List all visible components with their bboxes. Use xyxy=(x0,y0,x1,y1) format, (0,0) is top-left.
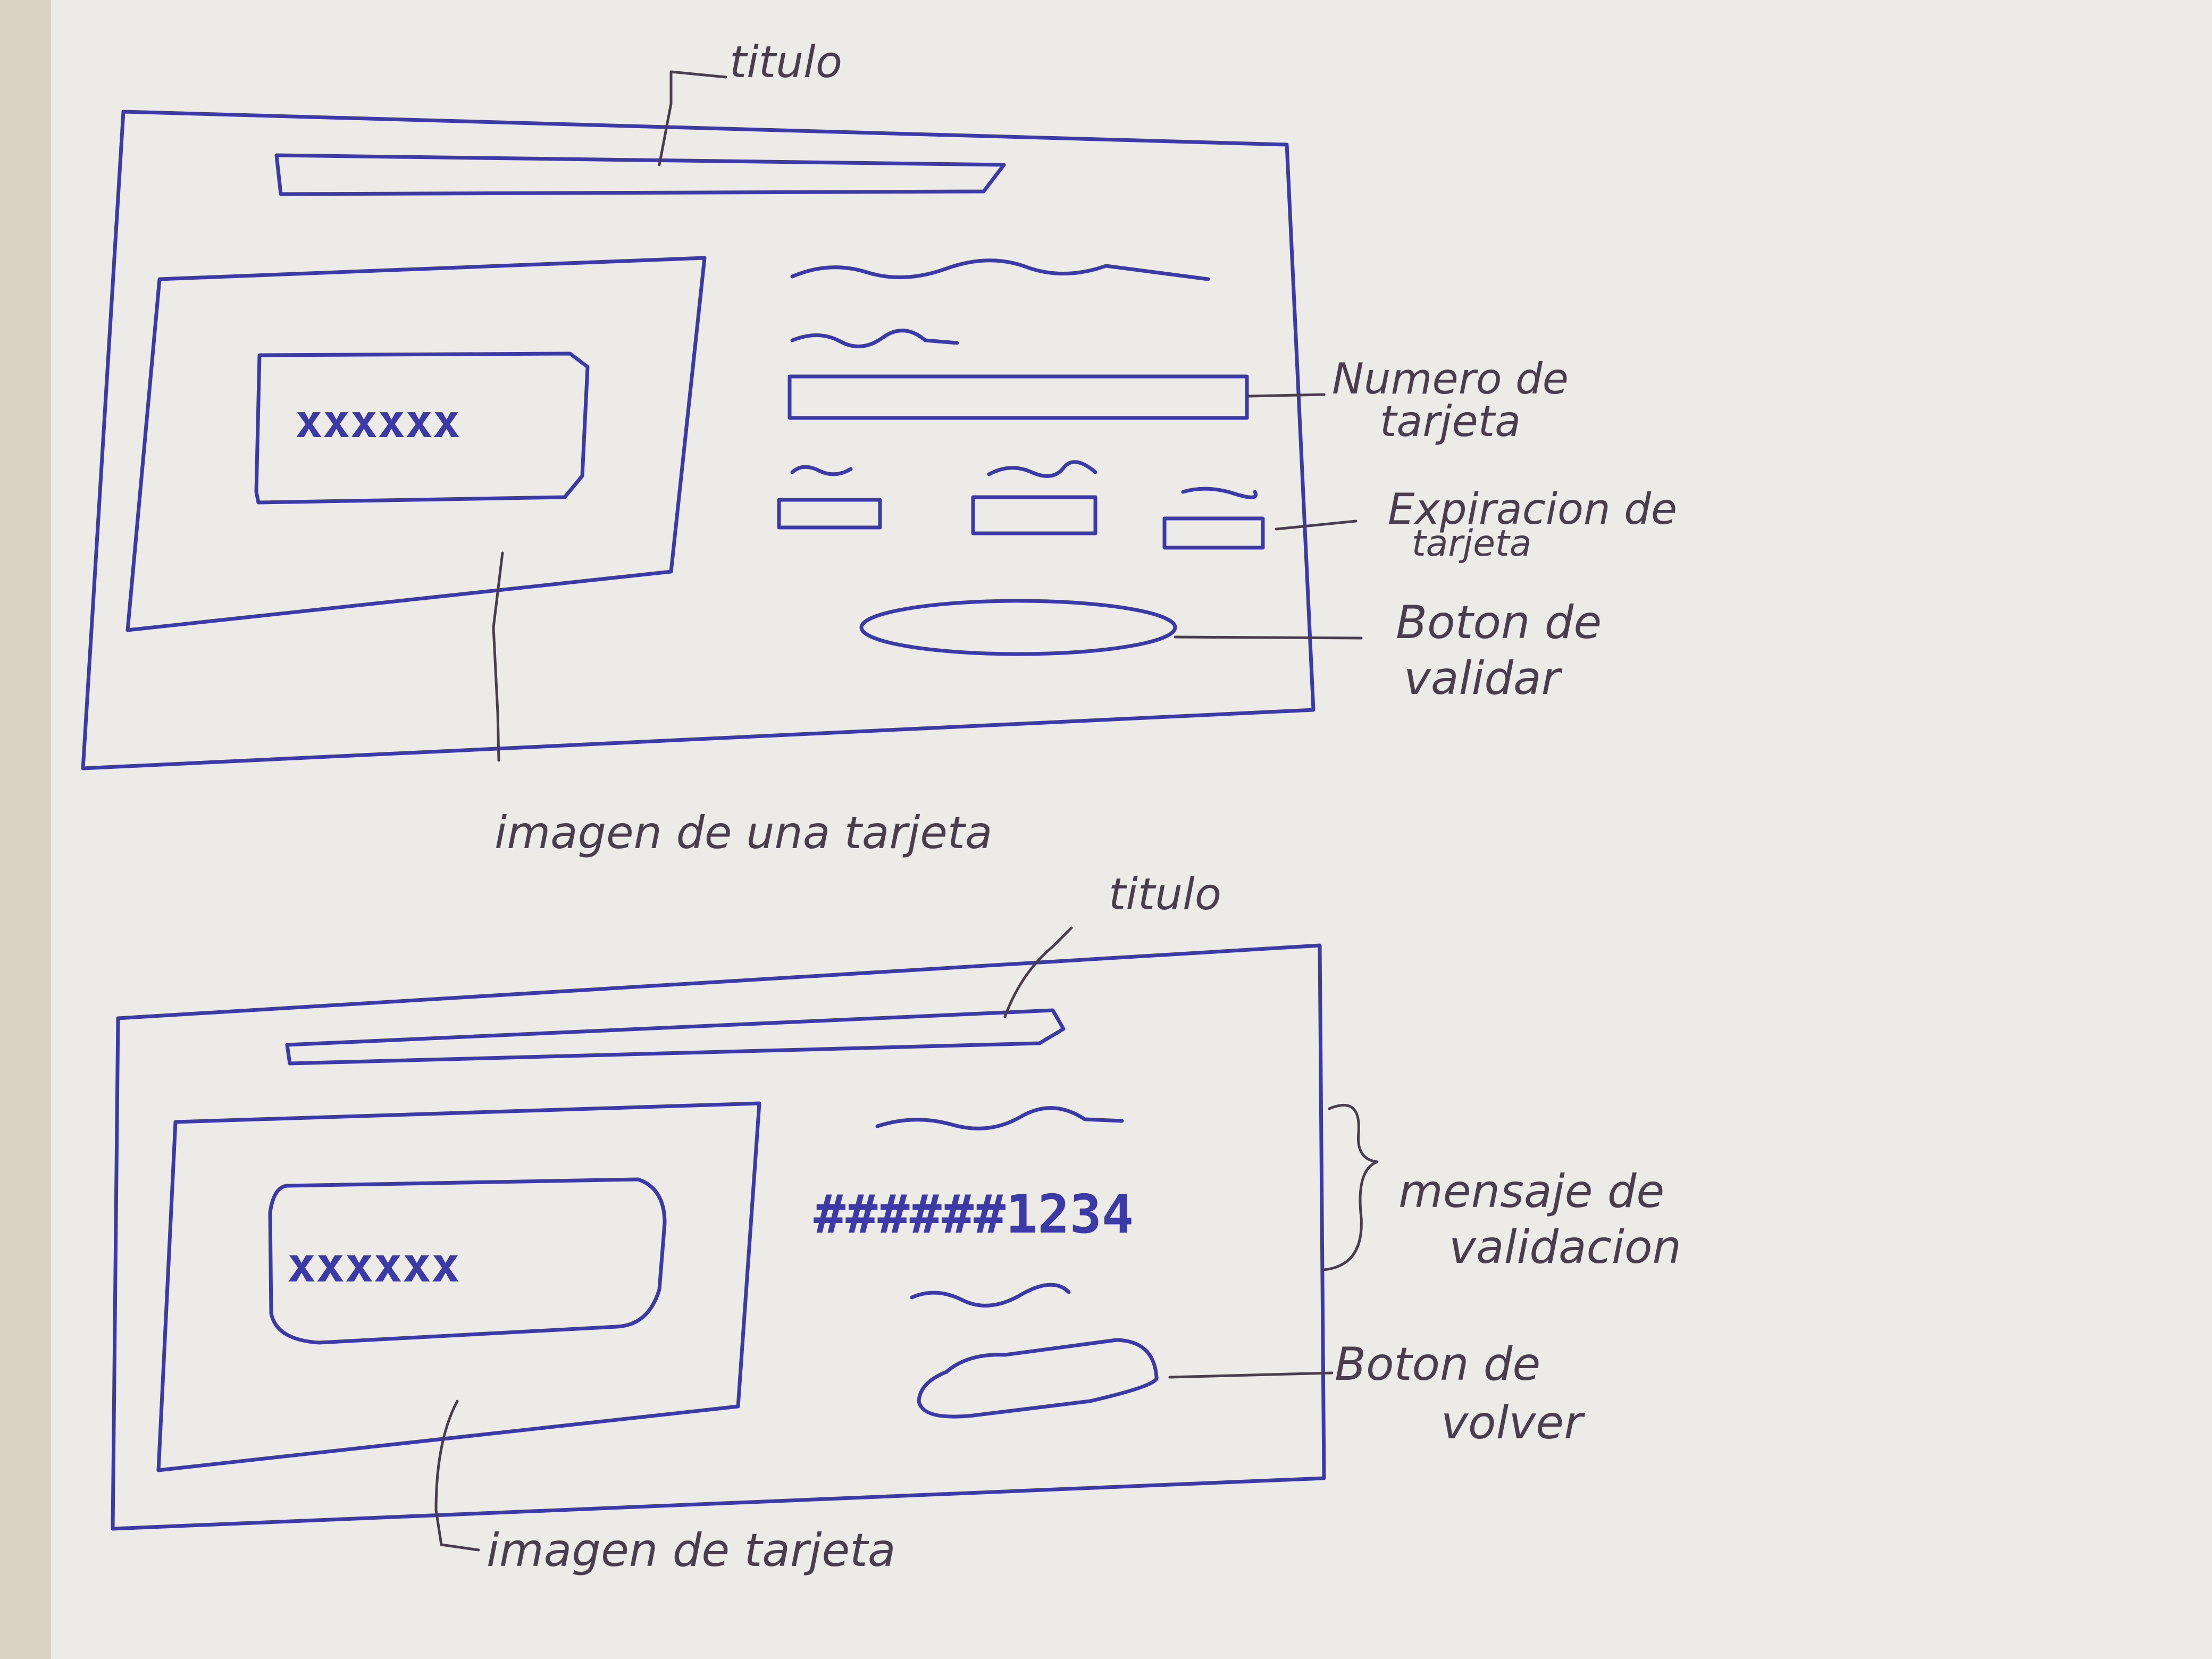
screen-2-message-annotation-line1: mensaje de xyxy=(1398,1165,1664,1218)
screen-2-card-image-panel xyxy=(156,1101,761,1472)
screen-1-expiry-annotation-line1: Expiracion de xyxy=(1388,484,1677,534)
screen-1-expiry-pointer xyxy=(1275,520,1358,531)
screen-1-title-bar xyxy=(274,153,1006,196)
screen-1-card-number-annotation-line2: tarjeta xyxy=(1380,397,1521,446)
screen-1-validate-button xyxy=(859,599,1177,656)
screen-1-expiry-annotation-line2: tarjeta xyxy=(1412,523,1531,565)
paper-sheet: titulo xxxxxx imagen de una tarjeta Nume… xyxy=(51,0,2212,1659)
screen-2-back-annotation-line2: volver xyxy=(1441,1396,1585,1449)
screen-1-expiry-year-input xyxy=(971,495,1097,535)
screen-2-frame xyxy=(111,943,1326,1531)
screen-2-card-image-pointer xyxy=(434,1400,480,1552)
screen-1-card-number-annotation-line1: Numero de xyxy=(1332,354,1569,404)
screen-2-card-image-annotation: imagen de tarjeta xyxy=(487,1524,896,1577)
screen-1-card-mask: xxxxxx xyxy=(295,395,460,448)
wireframe-screen-2: titulo xxxxxx imagen de tarjeta ######12… xyxy=(111,869,1681,1577)
screen-1-title-annotation: titulo xyxy=(730,37,842,88)
screen-2-title-pointer xyxy=(1003,926,1073,1018)
screen-2-message-squiggle-top xyxy=(875,1106,1124,1130)
screen-1-heading-squiggle xyxy=(790,258,1210,281)
screen-2-message-annotation-line2: validacion xyxy=(1449,1221,1681,1274)
screen-1-card-image-panel xyxy=(125,256,707,632)
screen-1-frame xyxy=(81,110,1316,770)
screen-2-back-button xyxy=(917,1338,1159,1419)
wireframe-sketch: titulo xxxxxx imagen de una tarjeta Nume… xyxy=(81,37,1681,1577)
screen-2-masked-number: ######1234 xyxy=(814,1183,1134,1245)
wireframe-screen-1: titulo xxxxxx imagen de una tarjeta Nume… xyxy=(81,37,1677,859)
screen-1-card-number-pointer xyxy=(1247,393,1326,398)
screen-2-card-mask: xxxxxx xyxy=(287,1237,460,1293)
screen-1-card-number-input xyxy=(787,374,1249,420)
screen-1-expiry-label-squiggle-2 xyxy=(987,460,1097,478)
screen-1-expiry-month-input xyxy=(777,498,882,530)
screen-1-title-pointer xyxy=(658,70,727,166)
screen-2-back-pointer xyxy=(1168,1371,1334,1379)
screen-1-card-image-annotation: imagen de una tarjeta xyxy=(495,807,992,859)
screen-2-message-squiggle-bottom xyxy=(910,1283,1071,1308)
screen-2-title-bar xyxy=(285,1008,1066,1066)
screen-1-expiry-cvv-input xyxy=(1162,516,1265,550)
screen-1-expiry-label-squiggle-1 xyxy=(790,465,853,476)
screen-1-card-image-pointer xyxy=(492,551,504,762)
screen-1-validate-annotation-line1: Boton de xyxy=(1396,596,1602,649)
screen-2-back-annotation-line1: Boton de xyxy=(1335,1338,1540,1391)
screen-1-validate-pointer xyxy=(1174,635,1363,640)
screen-1-card-shape xyxy=(254,351,590,505)
screen-1-expiry-label-squiggle-3 xyxy=(1181,487,1258,499)
screen-2-title-annotation: titulo xyxy=(1109,869,1221,920)
screen-2-card-shape xyxy=(268,1177,667,1345)
screen-1-validate-annotation-line2: validar xyxy=(1404,652,1563,705)
screen-2-message-bracket xyxy=(1322,1103,1379,1271)
screen-1-label-squiggle xyxy=(790,329,959,348)
